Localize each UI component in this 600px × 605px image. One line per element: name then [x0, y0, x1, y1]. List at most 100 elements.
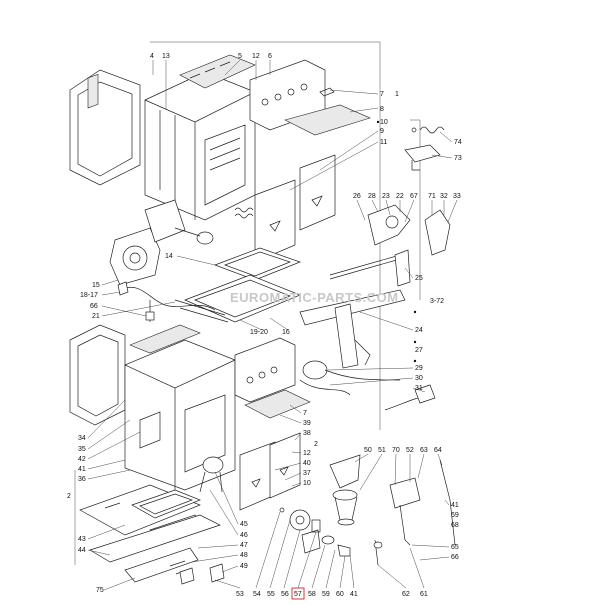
label-8: 8	[380, 106, 384, 113]
callout-labels-mid-low: 7 39 38 2 12 40 37 10 45 46 47 48 49	[240, 410, 318, 570]
leaders-left-mid	[101, 255, 289, 331]
label-34: 34	[78, 435, 86, 442]
label-71: 71	[428, 193, 436, 200]
base-plate	[79, 484, 201, 536]
heater-coil	[234, 207, 254, 219]
label-14: 14	[165, 253, 173, 260]
label-7-low: 7	[303, 410, 307, 417]
label-61: 61	[420, 591, 428, 598]
valve-part	[384, 384, 436, 411]
label-50: 50	[364, 447, 372, 454]
label-56: 56	[281, 591, 289, 598]
callout-labels-left-low: 34 35 42 41 36 2 43 44 75	[67, 435, 104, 594]
leaders-right-low	[354, 453, 450, 561]
label-23: 23	[382, 193, 390, 200]
label-47: 47	[240, 542, 248, 549]
label-10-low: 10	[303, 480, 311, 487]
label-28: 28	[368, 193, 376, 200]
label-32: 32	[440, 193, 448, 200]
label-37: 37	[303, 470, 311, 477]
label-48: 48	[240, 552, 248, 559]
label-4: 4	[150, 53, 154, 60]
label-6: 6	[268, 53, 272, 60]
label-66: 66	[90, 303, 98, 310]
label-75: 75	[96, 587, 104, 594]
watermark-text: EUROMATIC-PARTS.COM	[230, 290, 399, 305]
leaders-right-top	[327, 131, 458, 393]
label-51: 51	[378, 447, 386, 454]
leaders-bottom	[214, 511, 425, 589]
label-22: 22	[396, 193, 404, 200]
control-knob	[199, 456, 224, 493]
spring-part	[411, 126, 445, 134]
label-42: 42	[78, 456, 86, 463]
filter-pad	[284, 87, 371, 136]
label-24: 24	[415, 327, 423, 334]
label-64: 64	[434, 447, 442, 454]
label-2-mid: 2	[314, 441, 318, 448]
label-36: 36	[78, 476, 86, 483]
back-panel-upper	[69, 69, 141, 186]
label-9: 9	[380, 128, 384, 135]
label-41-bottom: 41	[350, 591, 358, 598]
front-panel-lower	[234, 337, 311, 419]
label-30: 30	[415, 375, 423, 382]
label-58: 58	[308, 591, 316, 598]
label-3-72: 3-72	[430, 298, 444, 305]
label-10: 10	[380, 119, 388, 126]
label-18-17: 18-17	[80, 292, 98, 299]
highlighted-part-57	[311, 519, 321, 533]
label-12-low: 12	[303, 450, 311, 457]
lower-frame-box	[124, 324, 236, 491]
frame-bracket-right	[410, 119, 421, 300]
label-21: 21	[92, 313, 100, 320]
motor-fan-assembly	[109, 199, 214, 286]
label-25: 25	[415, 275, 423, 282]
brew-group-upper	[329, 204, 451, 287]
support-bracket	[299, 289, 406, 369]
callout-labels-left-mid: 15 18-17 66 21 14 16 19-20	[80, 253, 290, 336]
label-45: 45	[240, 521, 248, 528]
leaders-left-low	[87, 399, 141, 591]
label-15: 15	[92, 282, 100, 289]
leaders-mid-low	[191, 404, 302, 573]
label-57: 57	[294, 591, 302, 598]
back-panel-lower	[69, 324, 126, 426]
label-29: 29	[415, 365, 423, 372]
label-74: 74	[454, 139, 462, 146]
callout-labels-bottom: 53 54 55 56 57 58 59 60 41 62 61	[236, 587, 428, 600]
label-40: 40	[303, 460, 311, 467]
label-63: 63	[420, 447, 428, 454]
label-12: 12	[252, 53, 260, 60]
leaders-top	[152, 59, 380, 191]
label-43: 43	[78, 536, 86, 543]
steam-wand	[373, 459, 456, 566]
upper-frame-box	[144, 54, 256, 221]
label-35: 35	[78, 446, 86, 453]
label-5: 5	[238, 53, 242, 60]
door-panels-upper	[254, 154, 336, 263]
handle-part	[404, 144, 441, 171]
label-54: 54	[253, 591, 261, 598]
label-11: 11	[380, 139, 387, 146]
label-38: 38	[303, 430, 311, 437]
label-52: 52	[406, 447, 414, 454]
label-44: 44	[78, 547, 86, 554]
label-26: 26	[353, 193, 361, 200]
callout-labels-right-top: 74 73 26 28 23 22 67 71 32 33 25 3-72 24…	[353, 139, 462, 392]
label-65: 65	[451, 544, 459, 551]
label-2-left: 2	[67, 493, 71, 500]
label-16: 16	[282, 329, 290, 336]
connector-parts	[179, 507, 285, 585]
label-46: 46	[240, 532, 248, 539]
label-60: 60	[336, 591, 344, 598]
label-59: 59	[322, 591, 330, 598]
label-31: 31	[415, 385, 423, 392]
label-69: 69	[451, 512, 459, 519]
label-66-right: 66	[451, 554, 459, 561]
label-68: 68	[451, 522, 459, 529]
label-41-right: 41	[451, 502, 459, 509]
drip-tray-upper	[184, 247, 301, 323]
label-27: 27	[415, 347, 423, 354]
label-13: 13	[162, 53, 170, 60]
